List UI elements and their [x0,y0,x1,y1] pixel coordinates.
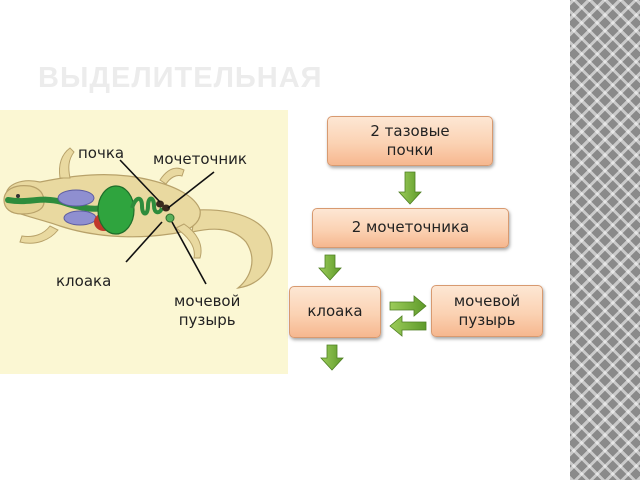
front-leg-lower [19,225,59,244]
arrow-cloaca-out [320,344,344,371]
arrow-kidneys-to-ureters [398,171,422,205]
kidney-right [162,204,170,212]
label-ureter: мочеточник [153,150,247,168]
stomach [97,185,135,235]
bladder-pointer [171,221,207,285]
lung-upper [57,189,95,207]
front-leg-upper [59,147,75,179]
label-bladder-line2: пузырь [178,310,236,329]
ureter-pointer [167,171,215,209]
box-bladder: мочевой пузырь [431,285,543,337]
box-bladder-line1: мочевой [453,291,521,310]
box-pelvic-kidneys-line1: 2 тазовые [370,121,450,140]
box-ureters-label: 2 мочеточника [351,218,470,237]
lizard-illustration [0,110,288,374]
slide-title: ВЫДЕЛИТЕЛЬНАЯ [38,62,323,94]
lizard-drawing [3,147,273,289]
kidney-pointer [119,159,161,203]
arrow-cloaca-to-bladder [389,295,427,317]
box-cloaca: клоака [289,286,381,338]
box-pelvic-kidneys: 2 тазовые почки [327,116,493,166]
label-bladder-line1: мочевой [174,292,241,310]
kidney-left [156,200,164,208]
hind-leg-upper [159,167,185,185]
box-ureters: 2 мочеточника [312,208,509,248]
arrow-bladder-to-cloaca [389,315,427,337]
lizard-eye [16,194,20,198]
box-cloaca-label: клоака [307,302,363,321]
arrow-ureters-to-cloaca [318,254,342,281]
decorative-pattern [570,0,640,480]
bladder [165,213,175,223]
cloaca-pointer [125,221,163,263]
intestine-coil [130,196,164,216]
label-kidney: почка [78,144,125,162]
box-pelvic-kidneys-line2: почки [386,141,434,159]
box-bladder-line2: пузырь [458,311,516,329]
lizard-tail [191,209,273,289]
label-cloaca: клоака [56,272,112,290]
hind-leg-lower [175,223,202,259]
label-bladder: мочевой пузырь [174,292,240,330]
